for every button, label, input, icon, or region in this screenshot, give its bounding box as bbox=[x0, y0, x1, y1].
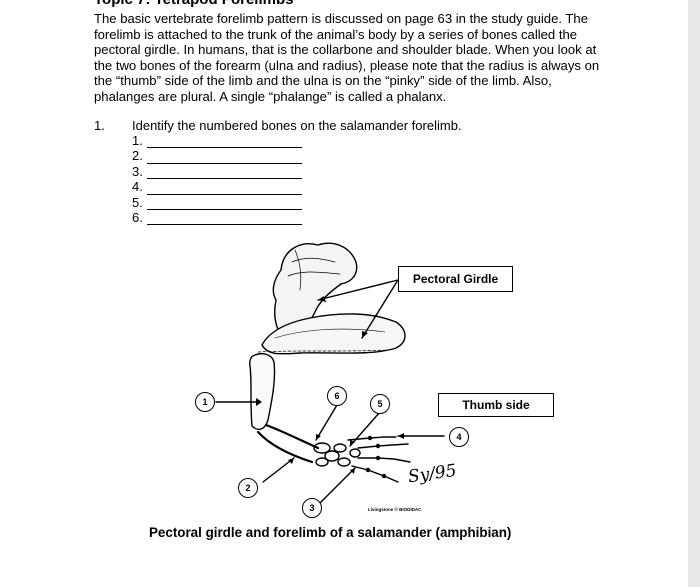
humerus-bone bbox=[250, 354, 275, 430]
ulna-bone bbox=[258, 432, 312, 462]
marker-5: 5 bbox=[370, 394, 390, 414]
marker-4: 4 bbox=[449, 427, 469, 447]
marker-1: 1 bbox=[195, 392, 215, 412]
marker-6: 6 bbox=[327, 386, 347, 406]
image-credit: Livingstone © BIODIDAC bbox=[368, 507, 421, 512]
thumb-side-label: Thumb side bbox=[438, 393, 554, 417]
marker-3: 3 bbox=[302, 498, 322, 518]
figure-caption: Pectoral girdle and forelimb of a salama… bbox=[149, 525, 511, 540]
marker-2: 2 bbox=[238, 478, 258, 498]
pectoral-girdle-label: Pectoral Girdle bbox=[398, 266, 513, 292]
